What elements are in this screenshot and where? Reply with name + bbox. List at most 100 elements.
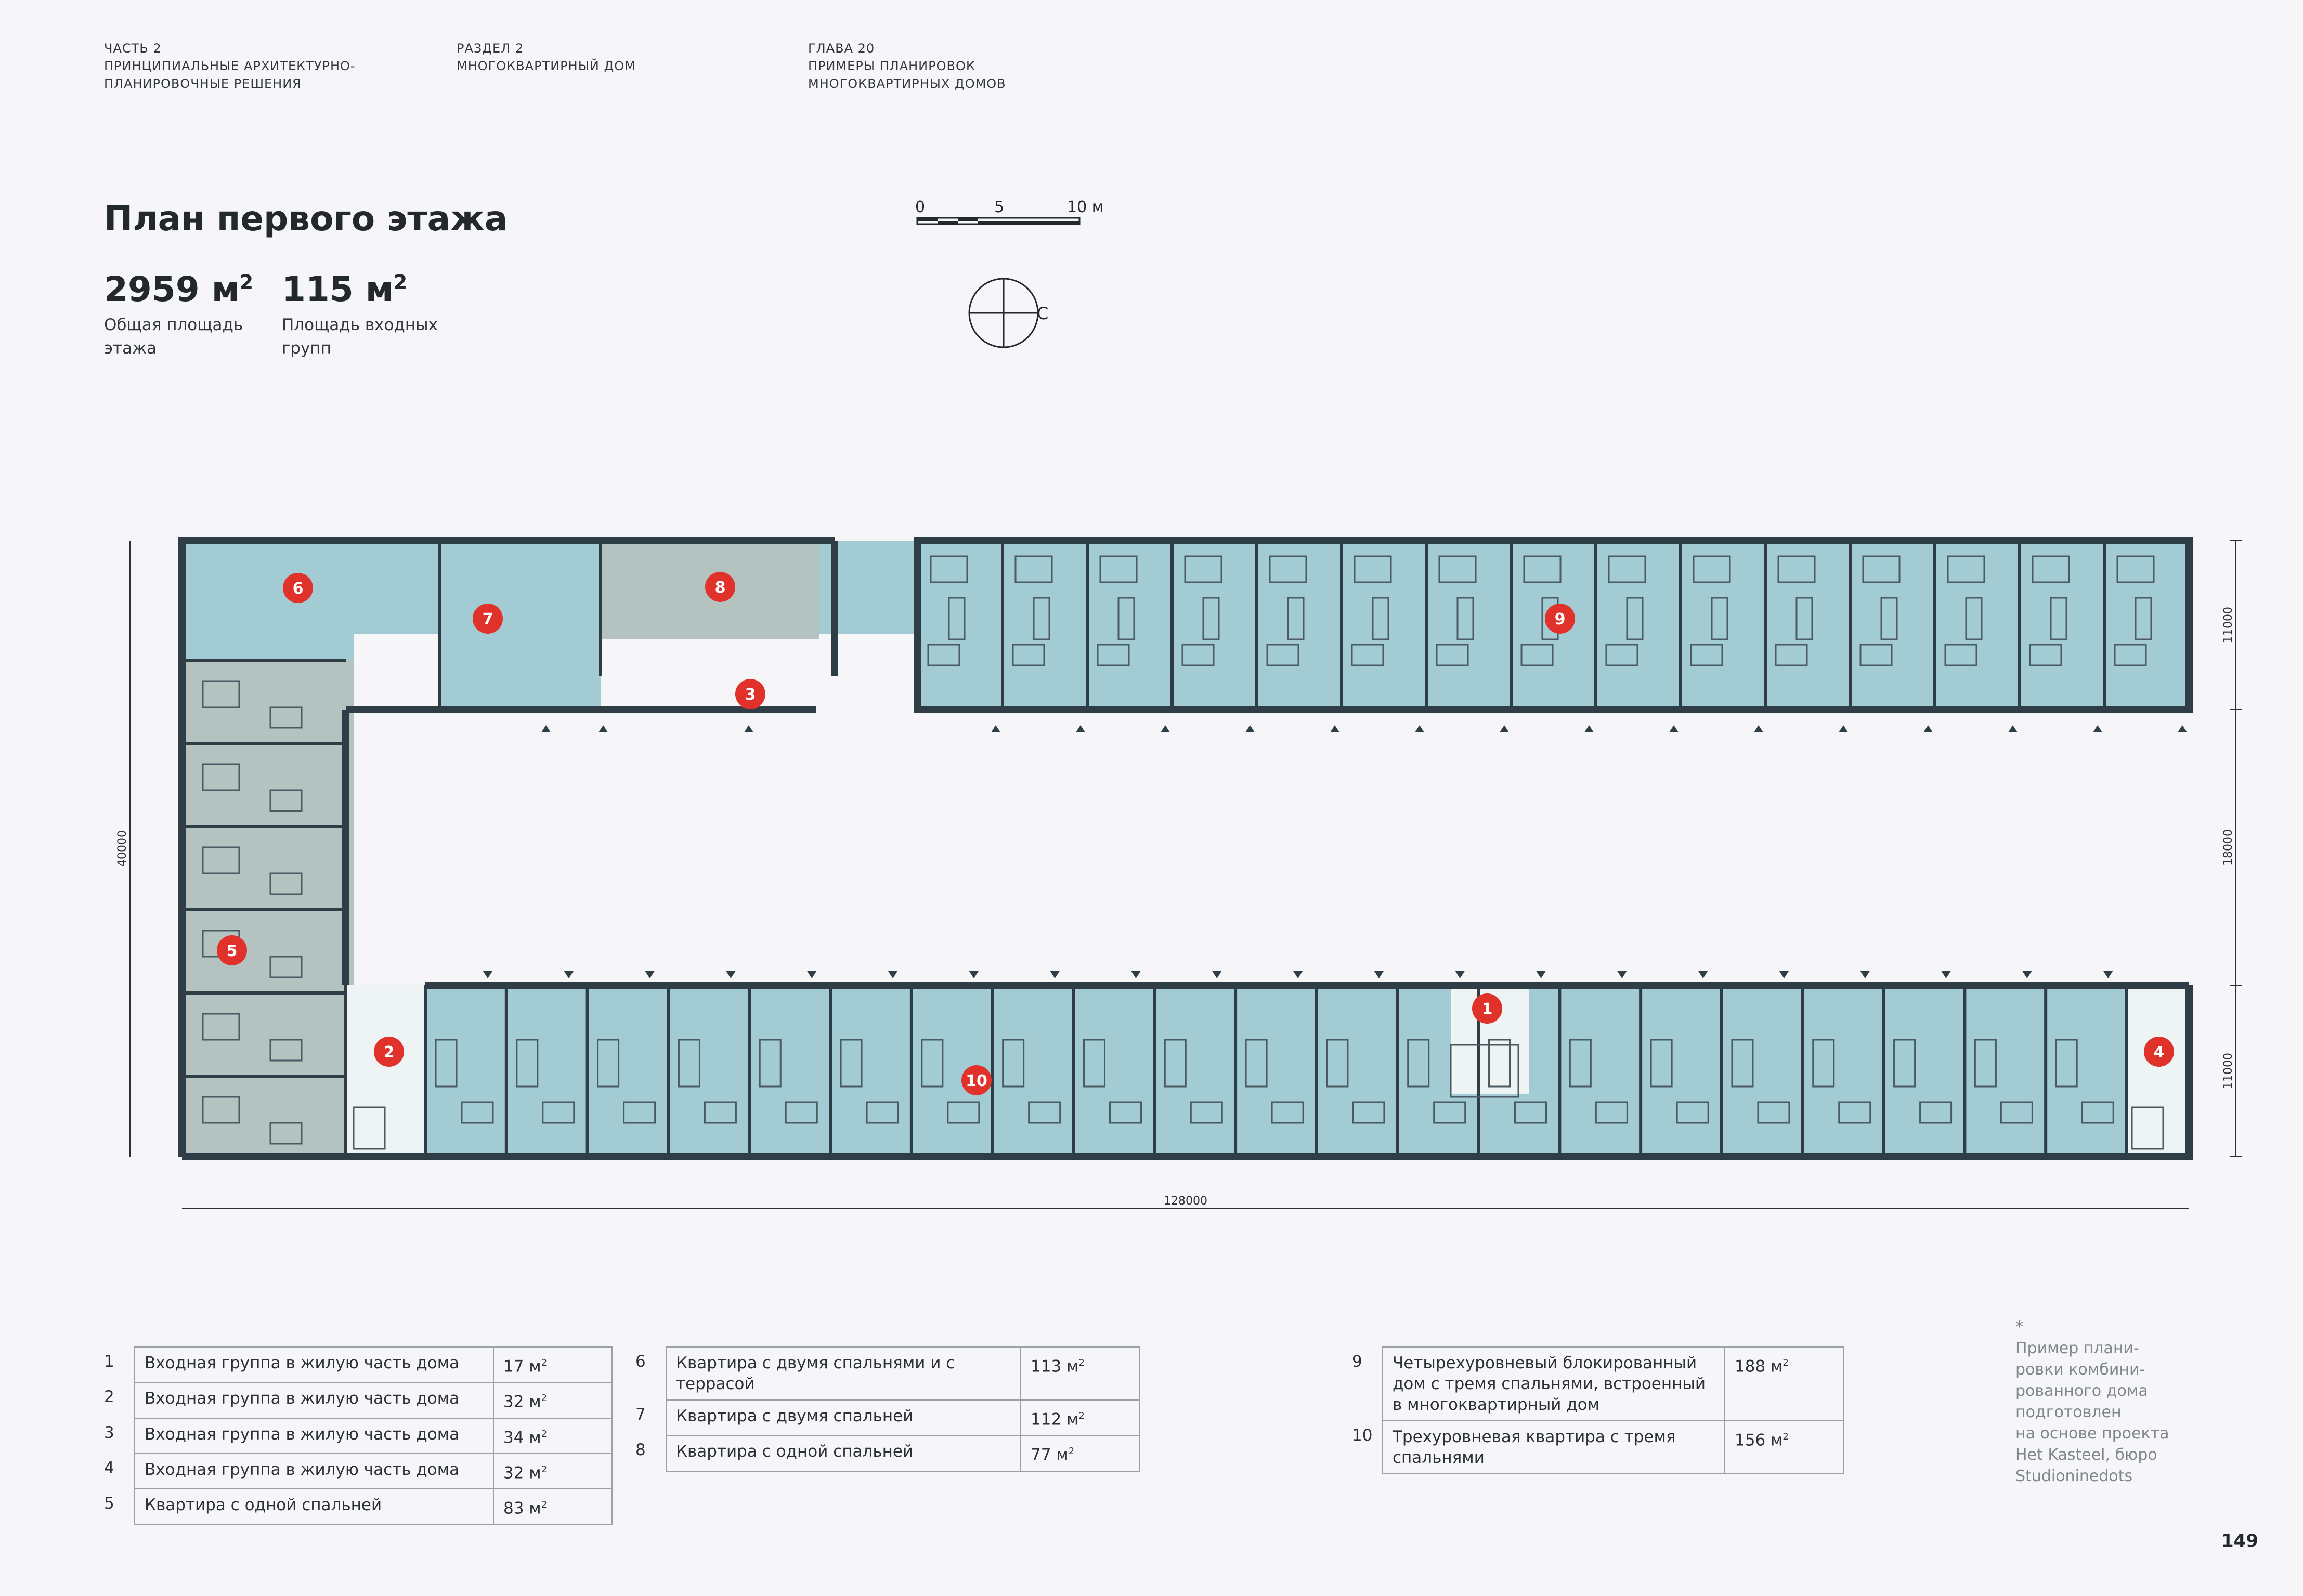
stair-icon	[1287, 597, 1305, 640]
core-stair-icon	[1450, 1044, 1519, 1098]
marker-label-1: 1	[1482, 1000, 1493, 1018]
entrance-arrow-icon	[1754, 725, 1763, 732]
sofa-icon	[1862, 555, 1901, 583]
entrance-arrow-icon	[1941, 971, 1951, 978]
sofa-icon	[1184, 555, 1222, 583]
table-icon	[1351, 644, 1384, 666]
entrance-arrow-icon	[744, 725, 753, 732]
stair-icon	[1965, 597, 1983, 640]
table-icon	[1012, 644, 1045, 666]
header-chapter: ГЛАВА 20 ПРИМЕРЫ ПЛАНИРОВОК МНОГОКВАРТИР…	[808, 41, 1006, 91]
apartment-7-fill	[439, 541, 601, 707]
entrance-arrow-icon	[1330, 725, 1339, 732]
stair-icon	[948, 597, 966, 640]
marker-6	[283, 573, 313, 603]
sofa-icon	[1595, 1101, 1628, 1124]
marker-7	[473, 604, 503, 634]
sofa-icon	[866, 1101, 899, 1124]
stair-icon	[1164, 1039, 1187, 1088]
stair-icon	[597, 1039, 620, 1088]
entrance-arrow-icon	[1050, 971, 1060, 978]
stair-icon	[1407, 1039, 1430, 1088]
stair-icon	[1650, 1039, 1673, 1088]
table-icon	[1097, 644, 1130, 666]
marker-label-6: 6	[293, 580, 304, 598]
west-north-outer-wall	[178, 537, 835, 1157]
sofa-icon	[1099, 555, 1138, 583]
stair-icon	[678, 1039, 700, 1088]
bed-icon	[202, 1013, 240, 1041]
sofa-icon	[947, 1101, 980, 1124]
marker-4	[2144, 1037, 2174, 1067]
sofa-icon	[1028, 1101, 1061, 1124]
sofa-icon	[1271, 1101, 1304, 1124]
stair-icon	[1117, 597, 1135, 640]
table-icon	[2114, 644, 2147, 666]
plan-doors	[483, 725, 2187, 978]
entrance-arrow-icon	[1779, 971, 1789, 978]
entrance-arrow-icon	[991, 725, 1000, 732]
table-icon	[1775, 644, 1808, 666]
stair-icon	[1488, 1039, 1511, 1088]
stair-icon	[1456, 597, 1474, 640]
sofa-icon	[1947, 555, 1985, 583]
apartment-6-fill	[182, 541, 354, 660]
stair-icon	[1731, 1039, 1754, 1088]
marker-label-3: 3	[745, 686, 756, 704]
north-wing-outer-wall	[914, 537, 2193, 713]
sofa-icon	[1438, 555, 1477, 583]
stair-icon	[1326, 1039, 1349, 1088]
stair-icon	[1626, 597, 1644, 640]
sofa-icon	[542, 1101, 575, 1124]
bed-icon	[202, 763, 240, 791]
entrance-arrow-icon	[1839, 725, 1848, 732]
south-wing-units-fill	[425, 985, 2189, 1157]
page-title: План первого этажа	[104, 199, 508, 239]
sofa-icon	[1014, 555, 1053, 583]
entrance-arrow-icon	[2178, 725, 2187, 732]
stair-icon	[1202, 597, 1220, 640]
entrance-arrow-icon	[888, 971, 898, 978]
entrance-arrow-icon	[1131, 971, 1141, 978]
north-arrow: С	[968, 278, 1048, 348]
sofa-icon	[1838, 1101, 1871, 1124]
bed-icon	[202, 1096, 240, 1124]
dim-height-label: 40000	[116, 830, 129, 867]
table-icon	[269, 956, 303, 978]
entrance-arrow-icon	[1374, 971, 1384, 978]
sofa-icon	[623, 1101, 656, 1124]
sofa-icon	[785, 1101, 818, 1124]
entrance-arrow-icon	[1212, 971, 1222, 978]
table-icon	[269, 789, 303, 812]
stair-icon	[1880, 597, 1898, 640]
marker-2	[374, 1037, 404, 1067]
marker-9	[1545, 604, 1575, 634]
bed-icon	[202, 680, 240, 708]
entrance-arrow-icon	[1536, 971, 1546, 978]
plan-furniture	[202, 555, 2164, 1150]
sofa-icon	[1693, 555, 1731, 583]
stair-icon	[2050, 597, 2067, 640]
sofa-icon	[1523, 555, 1562, 583]
stair-icon	[1033, 597, 1050, 640]
marker-label-8: 8	[715, 579, 726, 597]
sofa-icon	[1352, 1101, 1385, 1124]
entrance-arrow-icon	[1923, 725, 1933, 732]
sofa-icon	[461, 1101, 494, 1124]
stair-icon	[1711, 597, 1728, 640]
stair-icon	[759, 1039, 782, 1088]
entrance-arrow-icon	[969, 971, 979, 978]
table-icon	[1436, 644, 1469, 666]
sofa-icon	[1676, 1101, 1709, 1124]
entrance-arrow-icon	[483, 971, 492, 978]
sofa-icon	[2032, 555, 2070, 583]
